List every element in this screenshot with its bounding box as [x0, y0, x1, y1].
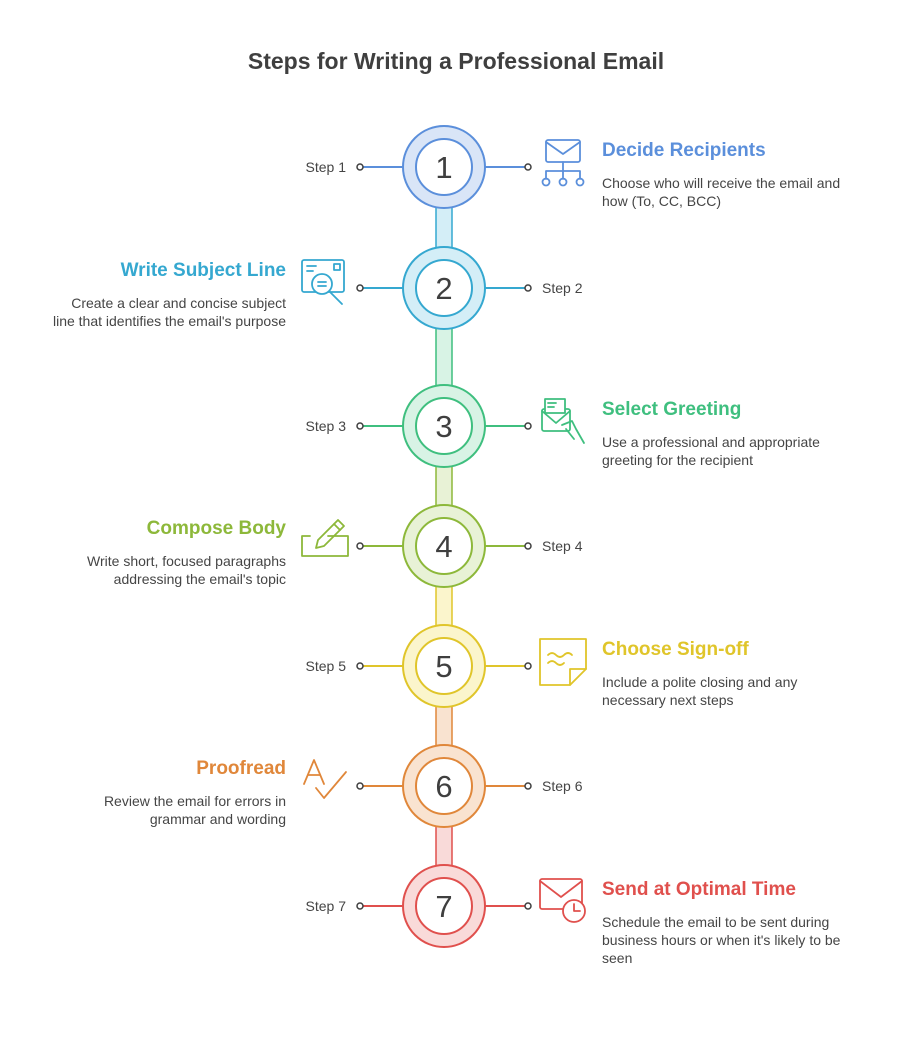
connector-dot — [356, 662, 364, 670]
step-heading: Write Subject Line — [120, 260, 286, 281]
connector-dot — [356, 782, 364, 790]
step-circle-4: 4 — [402, 504, 486, 588]
step-heading: Proofread — [196, 758, 286, 779]
step-label: Step 5 — [305, 658, 346, 674]
step-label: Step 2 — [542, 280, 583, 296]
step-circle-1: 1 — [402, 125, 486, 209]
connector-dot — [524, 662, 532, 670]
step-icons — [301, 139, 587, 923]
step-description: Write short, focused paragraphs addressi… — [87, 553, 286, 587]
connector-dot — [356, 542, 364, 550]
step-number: 1 — [435, 150, 452, 185]
spine-segment — [435, 584, 453, 628]
connector-dot — [524, 782, 532, 790]
spell-check-icon — [303, 759, 347, 799]
step-number: 3 — [435, 409, 452, 444]
connector-dot — [524, 284, 532, 292]
step-description: Review the email for errors in grammar a… — [103, 793, 286, 827]
timeline-spine — [435, 205, 453, 868]
search-document-icon — [301, 259, 345, 305]
step-circle-2: 2 — [402, 246, 486, 330]
connector-dot — [524, 542, 532, 550]
step-circle-3: 3 — [402, 384, 486, 468]
step-description: Use a professional and appropriate greet… — [602, 434, 820, 468]
connector-dot — [356, 902, 364, 910]
step-label: Step 4 — [542, 538, 583, 554]
connector-dot — [356, 284, 364, 292]
step-description: Create a clear and concise subject line … — [52, 295, 286, 329]
step-number: 4 — [435, 529, 452, 564]
connector-dot — [356, 163, 364, 171]
step-connectors — [356, 163, 532, 910]
spine-segment — [435, 205, 453, 250]
connector-dot — [524, 163, 532, 171]
step-heading: Choose Sign-off — [602, 639, 749, 660]
spine-segment — [435, 326, 453, 388]
step-description: Include a polite closing and any necessa… — [602, 674, 798, 708]
diagram-title: Steps for Writing a Professional Email — [247, 48, 665, 74]
step-label: Step 1 — [305, 159, 346, 175]
step-heading: Compose Body — [146, 518, 286, 539]
connector-dot — [524, 422, 532, 430]
step-label: Step 3 — [305, 418, 346, 434]
org-mail-icon — [541, 139, 585, 187]
spine-segment — [435, 824, 453, 868]
step-circle-5: 5 — [402, 624, 486, 708]
step-number: 7 — [435, 889, 452, 924]
step-circle-6: 6 — [402, 744, 486, 828]
signature-note-icon — [539, 638, 587, 686]
connector-dot — [524, 902, 532, 910]
hand-envelope-icon — [541, 398, 585, 444]
step-label: Step 7 — [305, 898, 346, 914]
step-number: 6 — [435, 769, 452, 804]
step-heading: Send at Optimal Time — [602, 879, 796, 900]
step-description: Schedule the email to be sent during bus… — [602, 914, 841, 966]
step-number: 5 — [435, 649, 452, 684]
step-heading: Decide Recipients — [602, 140, 766, 161]
spine-segment — [435, 464, 453, 508]
step-heading: Select Greeting — [602, 399, 742, 420]
step-circle-7: 7 — [402, 864, 486, 948]
connector-dot — [356, 422, 364, 430]
spine-segment — [435, 704, 453, 748]
step-number: 2 — [435, 271, 452, 306]
pen-writing-icon — [301, 519, 349, 557]
step-description: Choose who will receive the email and ho… — [602, 175, 841, 209]
mail-clock-icon — [539, 878, 586, 923]
step-circles: 1 2 3 4 5 6 7 — [402, 125, 486, 948]
step-label: Step 6 — [542, 778, 583, 794]
